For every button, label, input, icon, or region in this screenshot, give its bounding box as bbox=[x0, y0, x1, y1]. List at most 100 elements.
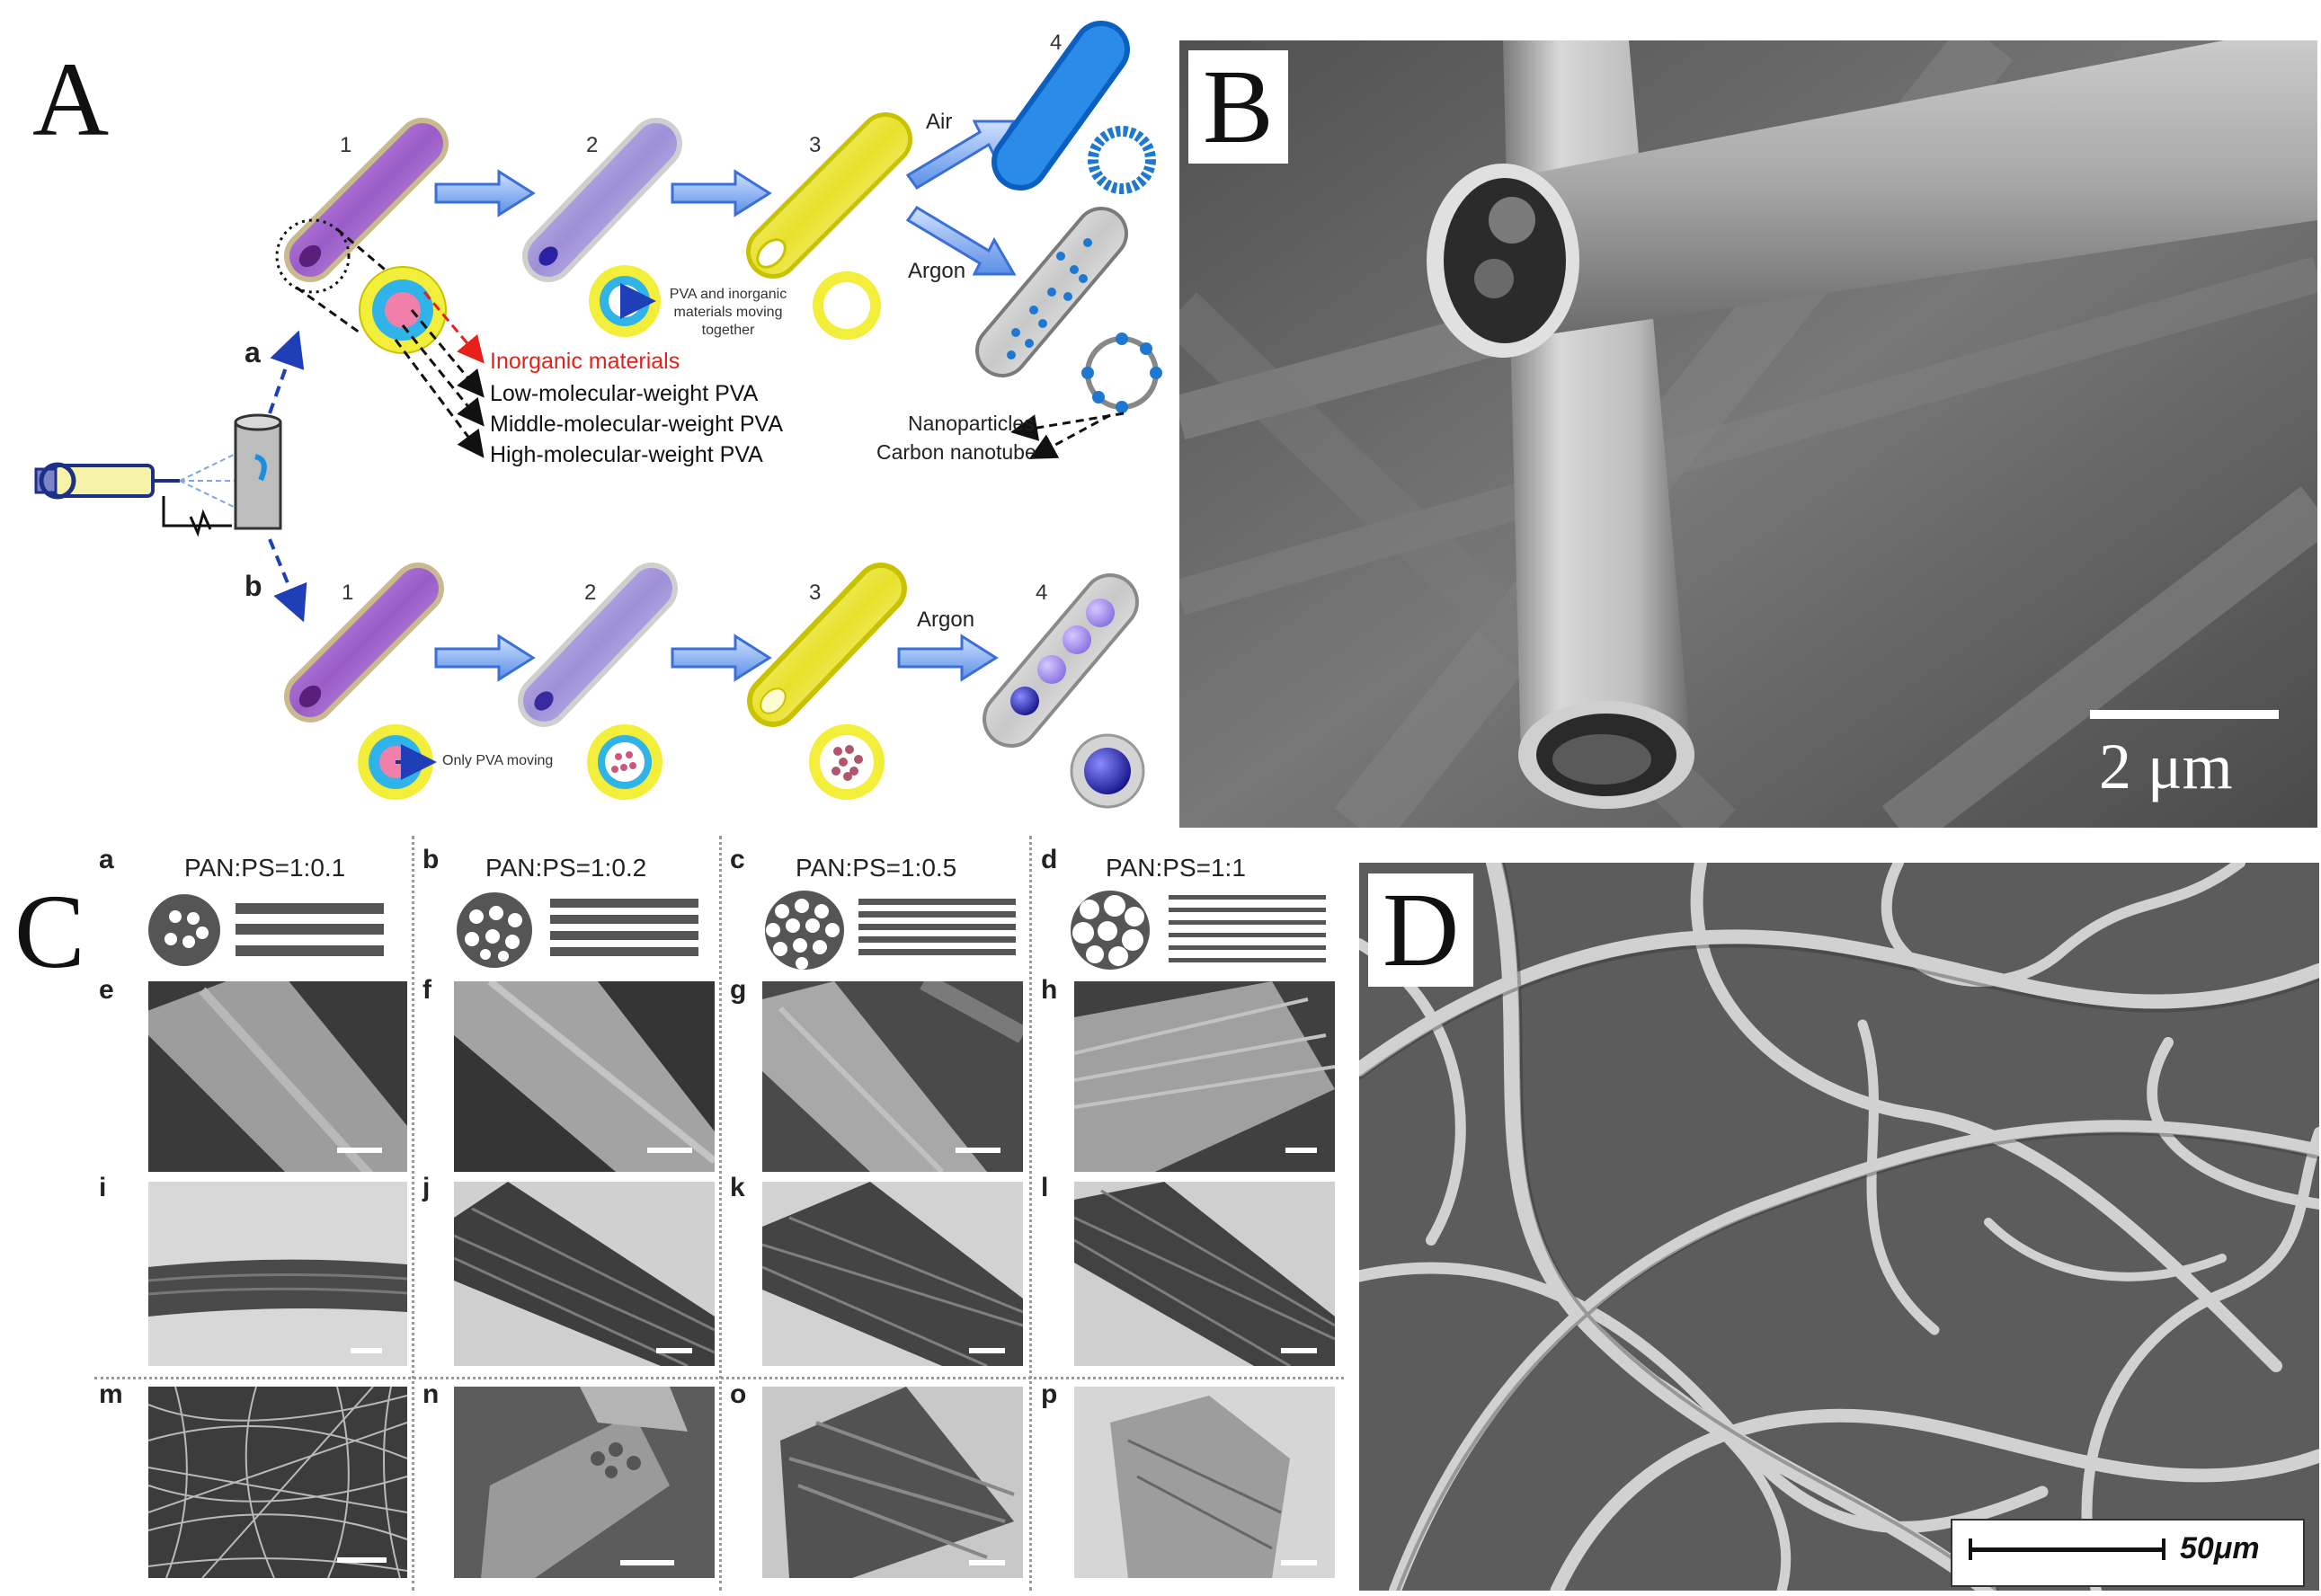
process-arrow bbox=[434, 169, 536, 217]
fiber-b2 bbox=[518, 563, 678, 727]
route-a-arrow bbox=[268, 330, 305, 414]
argon-label-bottom: Argon bbox=[917, 607, 975, 632]
fiber-a4-argon bbox=[975, 207, 1128, 377]
process-arrow bbox=[671, 634, 772, 682]
panel-a-label: A bbox=[32, 40, 110, 158]
cross-section-a3 bbox=[813, 271, 881, 340]
panel-d-scale-box bbox=[1951, 1519, 2305, 1587]
cross-section-b4 bbox=[1070, 733, 1145, 809]
syringe-icon bbox=[34, 453, 236, 537]
process-arrow bbox=[671, 169, 772, 217]
pore-schematics bbox=[148, 891, 1326, 970]
row-separator bbox=[94, 1377, 1344, 1379]
fiber-b1 bbox=[284, 563, 444, 723]
sem-image-e bbox=[148, 981, 407, 1172]
step-number-a2: 2 bbox=[586, 133, 599, 157]
step-number-b3: 3 bbox=[809, 581, 822, 605]
ratio-label-a: PAN:PS=1:0.1 bbox=[184, 854, 346, 882]
ring-a4-argon bbox=[1081, 332, 1162, 413]
row-letter-n: n bbox=[422, 1379, 440, 1409]
column-separator bbox=[1029, 836, 1032, 1591]
sem-image-f bbox=[454, 981, 715, 1172]
column-separator bbox=[412, 836, 414, 1591]
process-arrow bbox=[434, 634, 536, 682]
row-letter-l: l bbox=[1041, 1173, 1049, 1202]
panel-d-scale-bar-end-left bbox=[1969, 1538, 1972, 1560]
row-letter-h: h bbox=[1041, 975, 1058, 1005]
cross-section-b2 bbox=[587, 724, 663, 800]
pore-schematic-d bbox=[1071, 891, 1326, 970]
tem-image-j bbox=[454, 1182, 715, 1366]
sem-image-h bbox=[1074, 981, 1335, 1172]
row-letter-o: o bbox=[730, 1379, 747, 1409]
route-a-label: a bbox=[245, 336, 261, 368]
col-letter-c: c bbox=[730, 845, 745, 874]
panel-d-scale-bar bbox=[1970, 1547, 2164, 1552]
row-letter-p: p bbox=[1041, 1379, 1058, 1409]
panel-d-label: D bbox=[1368, 873, 1474, 987]
cross-section-b3 bbox=[809, 724, 885, 800]
carbon-nanotube-label: Carbon nanotube bbox=[876, 440, 1036, 464]
argon-arrow-bottom bbox=[897, 634, 999, 682]
ratio-label-c: PAN:PS=1:0.5 bbox=[796, 854, 957, 882]
cross-section-a1 bbox=[359, 266, 447, 354]
panel-d-sem-image bbox=[1359, 863, 2319, 1591]
argon-label-top: Argon bbox=[908, 259, 966, 283]
row-letter-f: f bbox=[422, 975, 431, 1005]
collector-drum-icon bbox=[234, 413, 282, 530]
tem-image-o bbox=[762, 1387, 1023, 1578]
tem-image-p bbox=[1074, 1387, 1335, 1578]
sem-image-n bbox=[454, 1387, 715, 1578]
pore-schematic-a bbox=[148, 894, 384, 966]
legend-inorganic: Inorganic materials bbox=[490, 349, 680, 374]
row-letter-k: k bbox=[730, 1173, 745, 1202]
step-number-b2: 2 bbox=[584, 581, 597, 605]
nanoparticles-label: Nanoparticles bbox=[908, 412, 1035, 435]
fiber-b3 bbox=[747, 563, 907, 727]
step-number-a1: 1 bbox=[340, 133, 352, 157]
panel-d-scale-label: 50μm bbox=[2180, 1531, 2260, 1565]
step-number-b4: 4 bbox=[1036, 581, 1048, 605]
fiber-a4-air bbox=[992, 21, 1130, 191]
col-letter-a: a bbox=[99, 845, 114, 874]
panel-b-label: B bbox=[1188, 50, 1288, 164]
column-separator bbox=[719, 836, 722, 1591]
ratio-label-d: PAN:PS=1:1 bbox=[1106, 854, 1246, 882]
panel-a-schematic bbox=[34, 21, 1162, 809]
fiber-a2 bbox=[522, 118, 682, 282]
step-number-a4: 4 bbox=[1050, 31, 1063, 55]
legend-high-pva: High-molecular-weight PVA bbox=[490, 442, 763, 467]
panel-b-sem-image bbox=[1179, 40, 2317, 828]
fiber-a1 bbox=[284, 118, 449, 282]
col-letter-b: b bbox=[422, 845, 440, 874]
col-letter-d: d bbox=[1041, 845, 1058, 874]
air-label: Air bbox=[926, 110, 953, 134]
legend-middle-pva: Middle-molecular-weight PVA bbox=[490, 412, 784, 437]
ratio-label-b: PAN:PS=1:0.2 bbox=[485, 854, 647, 882]
pore-schematic-b bbox=[457, 892, 698, 968]
fiber-b4 bbox=[983, 573, 1139, 748]
legend-low-pva: Low-molecular-weight PVA bbox=[490, 381, 759, 406]
cross-section-b1 bbox=[358, 724, 437, 800]
panel-b-scale-label: 2 μm bbox=[2099, 731, 2233, 802]
tem-image-l bbox=[1074, 1182, 1335, 1366]
tem-image-k bbox=[762, 1182, 1023, 1366]
panel-c-label: C bbox=[14, 873, 85, 990]
only-pva-note: Only PVA moving bbox=[442, 753, 554, 768]
row-letter-i: i bbox=[99, 1173, 107, 1202]
row-letter-g: g bbox=[730, 975, 747, 1005]
cross-section-a2 bbox=[589, 265, 661, 337]
row-letter-j: j bbox=[422, 1173, 431, 1202]
argon-arrow bbox=[905, 206, 1017, 276]
panel-b-scale-bar bbox=[2090, 710, 2279, 719]
step-number-b1: 1 bbox=[342, 581, 354, 605]
sem-image-m bbox=[148, 1387, 407, 1578]
route-b-label: b bbox=[245, 570, 262, 602]
tem-image-i bbox=[148, 1182, 407, 1366]
panel-d-scale-bar-end-right bbox=[2162, 1538, 2165, 1560]
step-number-a3: 3 bbox=[809, 133, 822, 157]
sem-image-g bbox=[762, 981, 1023, 1172]
pva-moving-note: PVA and inorganic materials moving toget… bbox=[669, 287, 787, 338]
pore-schematic-c bbox=[765, 891, 1016, 970]
ring-a4-air bbox=[1088, 126, 1156, 194]
